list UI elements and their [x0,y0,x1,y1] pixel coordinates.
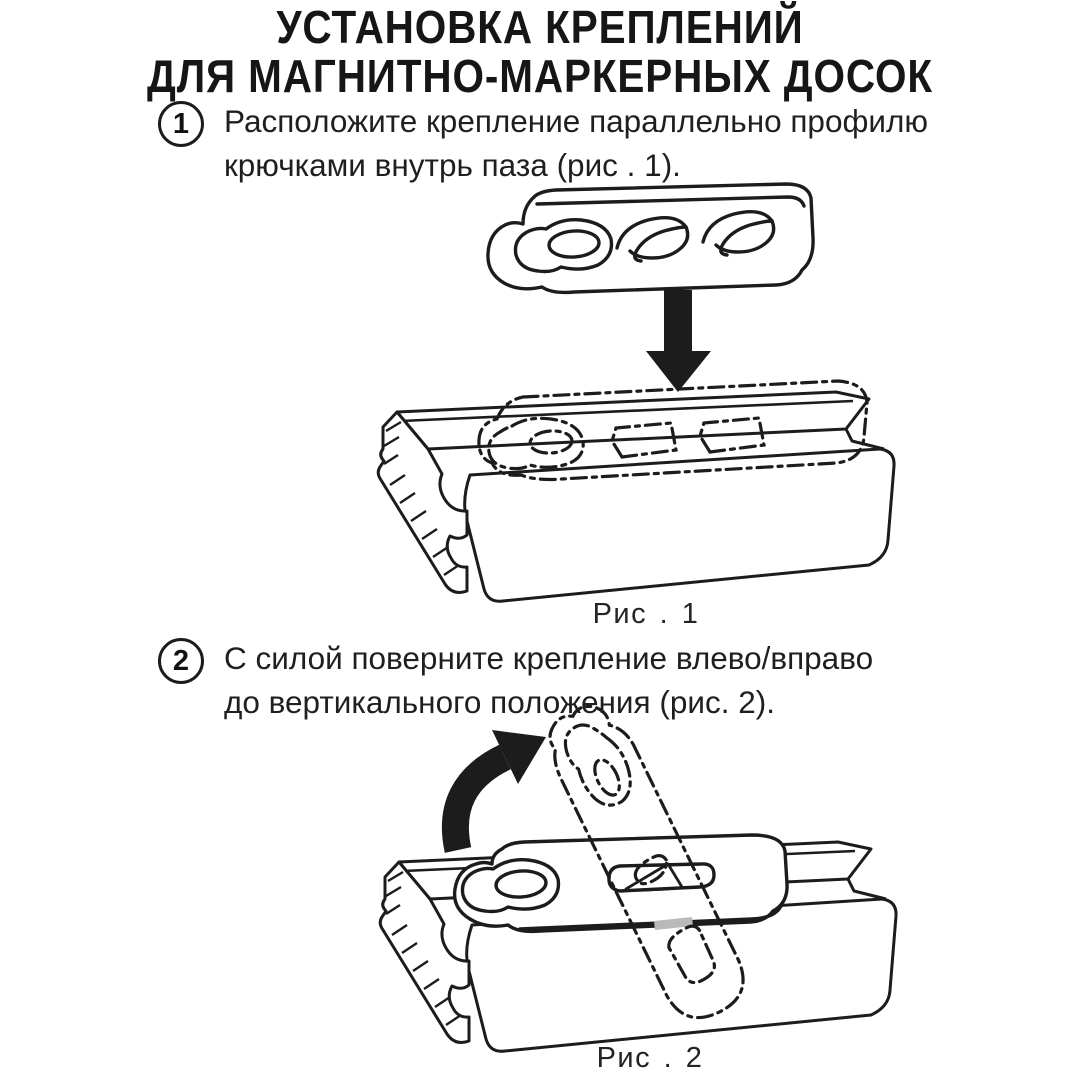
figure-2-drawing [378,704,898,1053]
step-2-line2: до вертикального положения (рис. 2). [224,684,775,720]
rotate-arrow-icon [441,730,546,853]
figure-1-drawing [376,182,896,603]
keyhole-slot-icon [513,218,614,274]
arrow-down-icon [646,290,711,392]
page-title-line1: УСТАНОВКА КРЕПЛЕНИЙ [276,1,804,53]
step-2-number: 2 [172,644,190,677]
step-2-line1: С силой поверните крепление влево/вправо [224,640,874,676]
bracket-dashed-position [477,379,869,482]
profile-rail [376,390,896,603]
step-1-line2: крючками внутрь паза (рис . 1). [224,147,681,183]
keyhole-slot-icon [460,858,561,914]
mounting-bracket [452,833,789,934]
slot-highlight [654,917,693,930]
step-1-number-badge: 1 [158,101,204,147]
page-title: УСТАНОВКА КРЕПЛЕНИЙ ДЛЯ МАГНИТНО-МАРКЕРН… [0,3,1080,101]
figure-2-caption: Рис . 2 [596,1042,704,1074]
step-2-number-badge: 2 [158,638,204,684]
page-title-line2: ДЛЯ МАГНИТНО-МАРКЕРНЫХ ДОСОК [147,50,933,102]
figure-1-caption: Рис . 1 [592,598,700,630]
mounting-bracket [486,182,815,295]
step-1-text: Расположите крепление параллельно профил… [224,99,964,187]
step-1-number: 1 [172,107,190,140]
step-1-line1: Расположите крепление параллельно профил… [224,103,928,139]
step-2-text: С силой поверните крепление влево/вправо… [224,636,964,724]
bracket-rotated-dashed-position [548,704,745,1020]
